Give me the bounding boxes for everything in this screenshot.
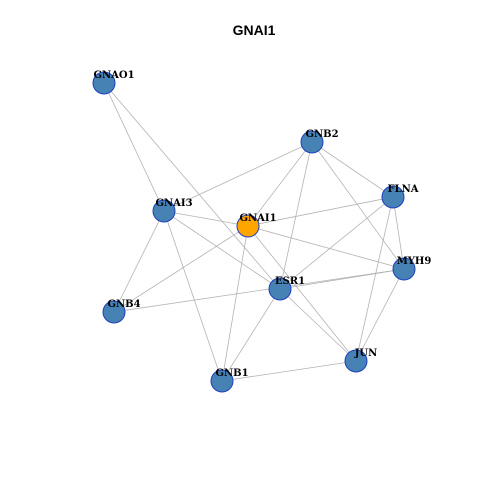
node-gnb2[interactable]: [300, 130, 324, 154]
node-label-gnai1: GNAI1: [239, 213, 276, 224]
edge-gnai1-gnb1: [221, 225, 249, 382]
edge-gnb4-myh9: [113, 268, 405, 313]
node-gnai1[interactable]: [236, 214, 260, 238]
edge-flna-jun: [355, 196, 394, 362]
edge-gnao1-esr1: [103, 82, 281, 290]
edge-gnao1-gnai3: [103, 82, 165, 212]
node-label-gnao1: GNAO1: [93, 70, 134, 81]
edge-gnb2-gnai3: [163, 141, 313, 212]
edge-esr1-jun: [279, 288, 357, 362]
edge-flna-gnai1: [247, 196, 394, 227]
node-label-gnai3: GNAI3: [155, 198, 192, 209]
edge-gnai1-jun: [247, 225, 357, 362]
edge-gnb2-myh9: [311, 141, 405, 270]
node-esr1[interactable]: [268, 277, 292, 301]
diagram-title: GNAI1: [233, 22, 276, 38]
node-label-esr1: ESR1: [275, 276, 305, 287]
edge-gnb2-flna: [311, 141, 394, 198]
edge-gnai1-myh9: [247, 225, 405, 270]
nodes-layer: [92, 71, 416, 393]
node-label-gnb1: GNB1: [215, 368, 248, 379]
node-label-gnb2: GNB2: [305, 129, 338, 140]
edge-gnb2-esr1: [279, 141, 313, 290]
edges-layer: [103, 82, 405, 382]
node-label-jun: JUN: [354, 348, 378, 359]
node-myh9[interactable]: [392, 257, 416, 281]
edge-gnai3-gnb4: [113, 210, 165, 313]
edge-flna-myh9: [392, 196, 405, 270]
edge-gnai3-gnai1: [163, 210, 249, 227]
node-jun[interactable]: [344, 349, 368, 373]
edge-jun-gnb1: [221, 360, 357, 382]
edge-gnai1-gnb4: [113, 225, 249, 313]
edge-gnb2-gnai1: [247, 141, 313, 227]
edge-jun-myh9: [355, 268, 405, 362]
node-label-gnb4: GNB4: [107, 299, 140, 310]
edge-gnai3-gnb1: [163, 210, 223, 382]
node-gnao1[interactable]: [92, 71, 116, 95]
node-gnai3[interactable]: [152, 199, 176, 223]
edge-esr1-gnb1: [221, 288, 281, 382]
node-label-flna: FLNA: [387, 184, 418, 195]
node-gnb1[interactable]: [210, 369, 234, 393]
node-flna[interactable]: [381, 185, 405, 209]
edge-flna-esr1: [279, 196, 394, 290]
edge-gnai3-esr1: [163, 210, 281, 290]
node-label-myh9: MYH9: [397, 256, 432, 267]
node-gnb4[interactable]: [102, 300, 126, 324]
